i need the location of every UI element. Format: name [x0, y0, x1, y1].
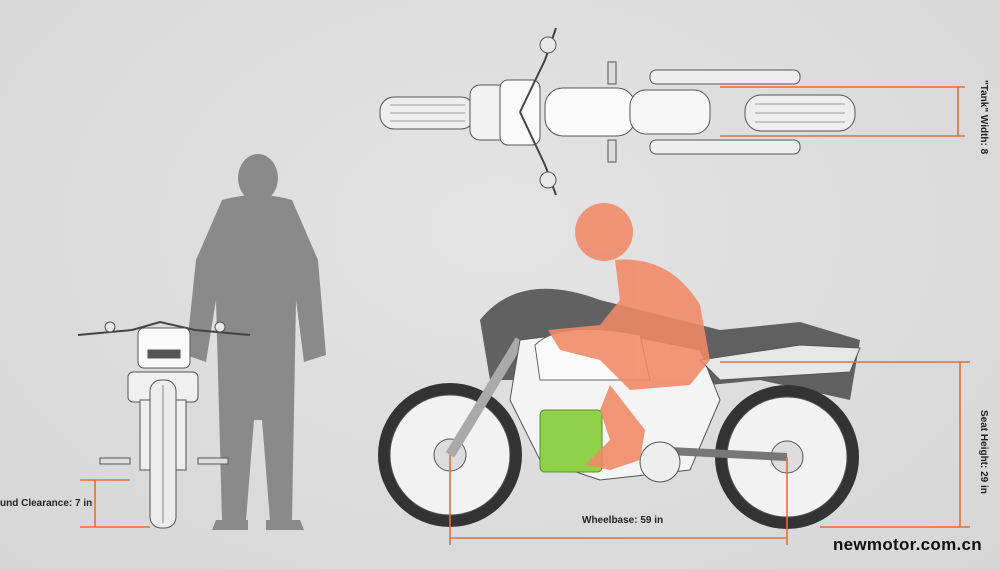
person-silhouette — [186, 154, 326, 530]
seat-height-dimension — [720, 361, 970, 528]
top-view-motorcycle — [379, 27, 856, 196]
ground-clearance-label: und Clearance: 7 in — [0, 498, 93, 509]
tank-width-dimension — [720, 86, 965, 137]
watermark: newmotor.com.cn — [832, 535, 982, 554]
wheelbase-label: Wheelbase: 59 in — [582, 515, 664, 526]
wheelbase-dimension — [449, 455, 788, 545]
front-view-motorcycle — [77, 320, 251, 529]
tank-width-label: "Tank" Width: 8 — [978, 80, 989, 155]
seat-height-label: Seat Height: 29 in — [978, 410, 989, 494]
ground-clearance-dimension — [80, 479, 150, 528]
rider-figure — [548, 203, 710, 470]
